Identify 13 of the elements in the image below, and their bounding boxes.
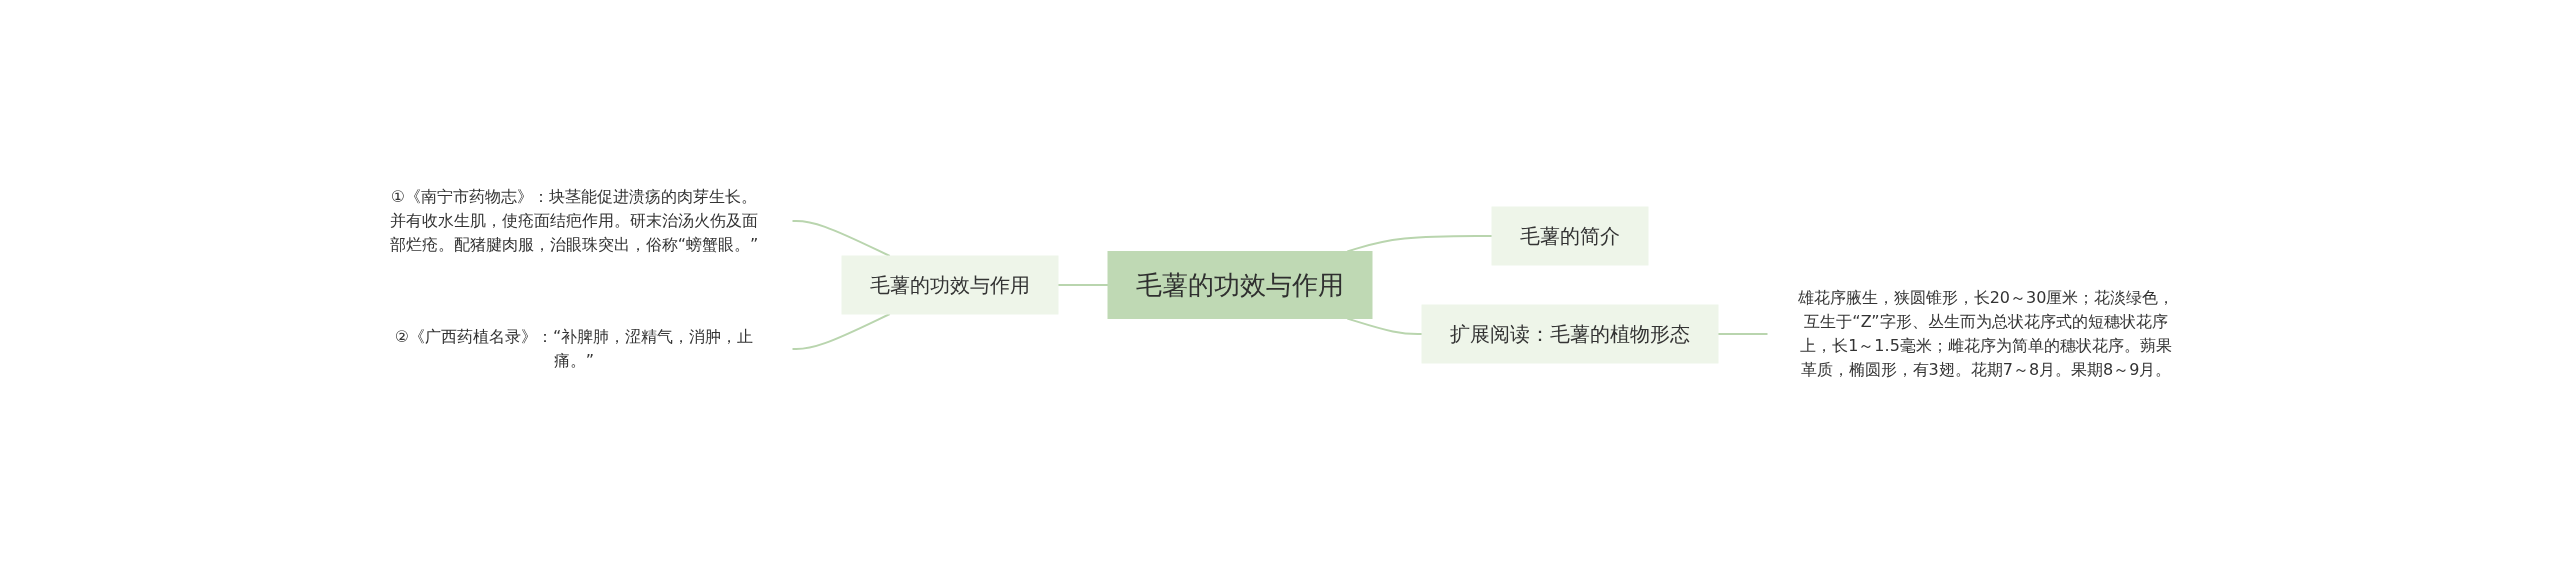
node-text: ①《南宁市药物志》：块茎能促进溃疡的肉芽生长。并有收水生肌，使疮面结疤作用。研末治汤火伤及面部烂疮。配猪腱肉服，治眼珠突出，俗称“螃蟹眼。” xyxy=(389,187,759,254)
connector xyxy=(1346,317,1423,335)
node-text: 雄花序腋生，狭圆锥形，长20～30厘米；花淡绿色，互生于“Z”字形、丛生而为总状花序式的短穗状花序上，长1～1.5毫米；雌花序为简单的穗状花序。蒴果革质，椭圆形，有3翅。花期7～8月。果期8～9月。 xyxy=(1797,288,2175,379)
node-text: ②《广西药植名录》：“补脾肺，涩精气，消肿，止痛。” xyxy=(394,327,754,370)
connector xyxy=(1717,333,1769,335)
node-box: 扩展阅读：毛薯的植物形态 xyxy=(1421,304,1719,364)
node-box: 毛薯的简介 xyxy=(1491,206,1649,266)
node-box: 毛薯的功效与作用 xyxy=(841,255,1059,315)
connector xyxy=(1346,235,1493,253)
node-box: 毛薯的功效与作用 xyxy=(1107,251,1373,319)
connector xyxy=(791,313,891,350)
connector xyxy=(791,220,891,257)
connector xyxy=(1057,284,1109,286)
